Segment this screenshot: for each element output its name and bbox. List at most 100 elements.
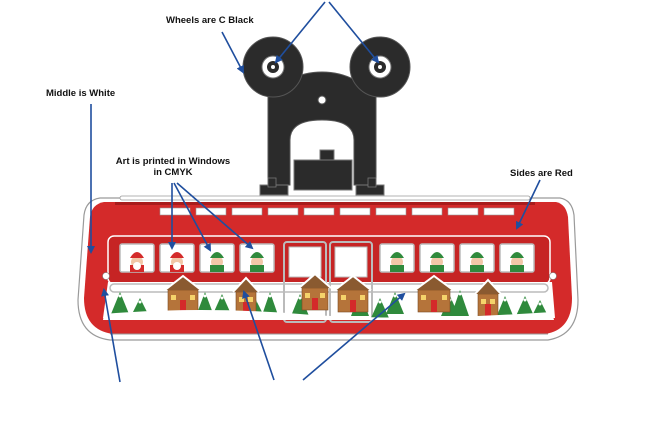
house-window-icon: [248, 297, 253, 302]
hat-icon: [250, 252, 264, 258]
roof-icon: [233, 278, 259, 292]
hanger-bracket: [259, 71, 385, 196]
roof-icon: [165, 276, 201, 290]
snow-roof: [474, 278, 502, 295]
house-window-icon: [481, 299, 486, 304]
house-window-icon: [360, 295, 365, 300]
house-window-icon: [442, 295, 447, 300]
house-window-icon: [305, 293, 310, 298]
roof-slot: [411, 207, 443, 216]
house-window-icon: [320, 293, 325, 298]
roof-slot: [303, 207, 335, 216]
rivet-right-icon: [549, 272, 557, 280]
snow-dot: [393, 294, 397, 298]
tree-icon: [111, 292, 129, 314]
winter-scene: [103, 272, 554, 320]
house-window-icon: [239, 297, 244, 302]
snow-roof: [334, 274, 372, 291]
body-icon: [430, 265, 444, 272]
snow-roof: [298, 272, 332, 289]
wheel-right-icon: [349, 36, 411, 98]
snow-dot: [220, 296, 224, 300]
sides-label: Sides are Red: [510, 168, 573, 179]
roof-slot: [483, 207, 515, 216]
tree-icon: [516, 296, 534, 316]
hat-icon: [470, 252, 484, 258]
house-window-icon: [341, 295, 346, 300]
snow-dot: [503, 298, 507, 302]
roof-slot: [159, 207, 191, 216]
snow-dot: [523, 298, 527, 302]
hat-icon: [130, 252, 144, 258]
windows-row: [119, 243, 535, 273]
snow-dot: [268, 294, 272, 298]
body-icon: [390, 265, 404, 272]
art-label-line2: in CMYK: [153, 167, 193, 178]
snow-roof: [164, 274, 202, 291]
body-icon: [470, 265, 484, 272]
wheels-label: Wheels are C Black: [166, 15, 254, 26]
house-window-icon: [421, 295, 426, 300]
tree-icon: [496, 296, 514, 318]
arrow-icon: [515, 179, 541, 230]
snow-dot: [458, 292, 462, 296]
art-label: Art is printed in Windows in CMYK: [108, 156, 238, 178]
snow-roof: [414, 274, 454, 291]
arrow-icon: [176, 182, 254, 250]
arrow-icon: [302, 292, 406, 381]
beard-icon: [173, 262, 181, 270]
snow-dot: [138, 300, 142, 304]
roof-slot: [267, 207, 299, 216]
annotation-arrows: [87, 1, 541, 383]
arrow-icon: [274, 1, 326, 64]
tree-icon: [291, 294, 309, 316]
roof-icon: [335, 276, 371, 290]
art-label-line1: Art is printed in Windows: [115, 156, 231, 167]
arrow-icon: [242, 290, 275, 381]
body-icon: [510, 265, 524, 272]
snow-dot: [203, 294, 207, 298]
hat-icon: [430, 252, 444, 258]
arrow-icon: [101, 288, 121, 383]
house-window-icon: [171, 295, 176, 300]
arrow-icon: [328, 1, 380, 64]
hat-icon: [510, 252, 524, 258]
door-icon: [350, 300, 356, 312]
arrow-icon: [173, 182, 211, 252]
house-window-icon: [190, 295, 195, 300]
roof-icon: [415, 276, 453, 290]
tree-icon: [261, 292, 279, 318]
snow-roof: [232, 276, 260, 293]
bolt-icon: [317, 95, 327, 105]
snow-dot: [538, 302, 542, 306]
snow-dot: [118, 294, 122, 298]
house-window-icon: [490, 299, 495, 304]
snow-dot: [378, 300, 382, 304]
roof-icon: [299, 274, 331, 288]
roof-icon: [475, 280, 501, 294]
roof-slot: [447, 207, 479, 216]
door-icon: [485, 304, 491, 316]
tree-icon: [386, 292, 404, 314]
beard-icon: [133, 262, 141, 270]
body-icon: [250, 265, 264, 272]
roof-slot: [339, 207, 371, 216]
hat-icon: [390, 252, 404, 258]
door-icon: [312, 298, 318, 310]
arrow-icon: [221, 31, 244, 74]
hat-icon: [210, 252, 224, 258]
wheel-left-icon: [242, 36, 304, 98]
door-icon: [431, 300, 437, 312]
snow-ground: [103, 310, 554, 320]
hat-icon: [170, 252, 184, 258]
tree-icon: [371, 298, 389, 318]
roof-slot: [231, 207, 263, 216]
rivet-left-icon: [102, 272, 110, 280]
middle-label: Middle is White: [46, 88, 116, 99]
tree-icon: [213, 294, 231, 314]
snow-dot: [298, 296, 302, 300]
body-icon: [210, 265, 224, 272]
door-icon: [243, 302, 249, 314]
